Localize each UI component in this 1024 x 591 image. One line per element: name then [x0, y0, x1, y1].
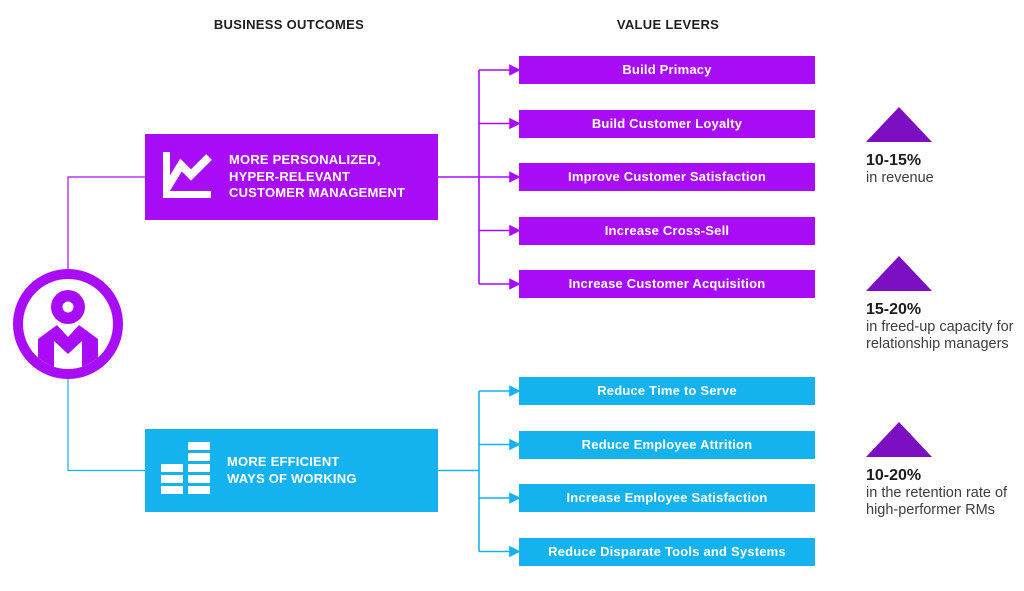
outcome-label-line: MORE PERSONALIZED,	[229, 151, 381, 167]
metric-description-line: in the retention rate of	[866, 485, 1008, 501]
connector-cyan-branches	[479, 385, 521, 558]
metric-description: in revenue	[866, 170, 1024, 187]
metric-description-line: high-performer RMs	[866, 502, 995, 518]
arrowhead-icon	[509, 278, 521, 290]
metric-description: in freed-up capacity for relationship ma…	[866, 319, 1024, 353]
connector-person-to-ways-of-working	[67, 379, 145, 472]
lever-increase-customer-acquisition: Increase Customer Acquisition	[519, 270, 815, 298]
growth-triangle-icon	[866, 107, 932, 142]
arrowhead-icon	[509, 224, 521, 237]
metric-value: 15-20%	[866, 301, 922, 318]
outcome-label: MORE PERSONALIZED, HYPER-RELEVANT CUSTOM…	[229, 152, 405, 203]
outcome-label-line: MORE EFFICIENT	[227, 453, 340, 469]
metric-description-line: in freed-up capacity for	[866, 319, 1014, 335]
growth-triangle-icon	[866, 422, 932, 457]
lever-increase-cross-sell: Increase Cross-Sell	[519, 216, 815, 245]
metric-description-line: relationship managers	[866, 336, 1009, 352]
outcome-box-customer-management: MORE PERSONALIZED, HYPER-RELEVANT CUSTOM…	[145, 134, 438, 220]
arrowhead-icon	[509, 492, 521, 504]
arrowhead-icon	[509, 545, 521, 558]
growth-triangle-icon	[866, 256, 932, 291]
value-levers-header: VALUE LEVERS	[616, 17, 720, 32]
metric-description: in the retention rate of high-performer …	[866, 485, 1024, 519]
equalizer-bars-icon	[161, 440, 211, 501]
connector-person-to-customer-management	[67, 176, 145, 269]
lever-reduce-employee-attrition: Reduce Employee Attrition	[519, 430, 815, 459]
outcome-label-line: HYPER-RELEVANT	[229, 168, 351, 184]
metric-value: 10-15%	[866, 152, 922, 169]
outcome-label-line: WAYS OF WORKING	[227, 470, 357, 486]
lever-reduce-disparate-tools-systems: Reduce Disparate Tools and Systems	[519, 537, 815, 566]
metric-freed-up-capacity: 15-20% in freed-up capacity for relation…	[866, 256, 1024, 353]
metric-description-line: in revenue	[866, 170, 934, 186]
lever-increase-employee-satisfaction: Increase Employee Satisfaction	[519, 484, 815, 512]
outcome-label: MORE EFFICIENT WAYS OF WORKING	[227, 454, 357, 488]
connector-purple-branches	[479, 64, 521, 290]
outcome-box-ways-of-working: MORE EFFICIENT WAYS OF WORKING	[145, 429, 438, 512]
arrowhead-icon	[509, 438, 521, 451]
arrowhead-icon	[509, 385, 521, 397]
customer-person-icon	[13, 269, 123, 379]
arrowhead-icon	[509, 171, 521, 183]
metric-value: 10-20%	[866, 467, 922, 484]
metric-revenue: 10-15% in revenue	[866, 107, 1024, 187]
lever-build-primacy: Build Primacy	[519, 56, 815, 84]
line-chart-icon	[161, 149, 213, 206]
lever-improve-customer-satisfaction: Improve Customer Satisfaction	[519, 163, 815, 191]
lever-reduce-time-to-serve: Reduce Time to Serve	[519, 377, 815, 405]
lever-build-customer-loyalty: Build Customer Loyalty	[519, 109, 815, 138]
arrowhead-icon	[509, 64, 521, 76]
outcome-label-line: CUSTOMER MANAGEMENT	[229, 185, 406, 201]
metric-retention-rate: 10-20% in the retention rate of high-per…	[866, 422, 1024, 519]
business-outcomes-header: BUSINESS OUTCOMES	[213, 17, 365, 32]
arrowhead-icon	[509, 117, 521, 130]
